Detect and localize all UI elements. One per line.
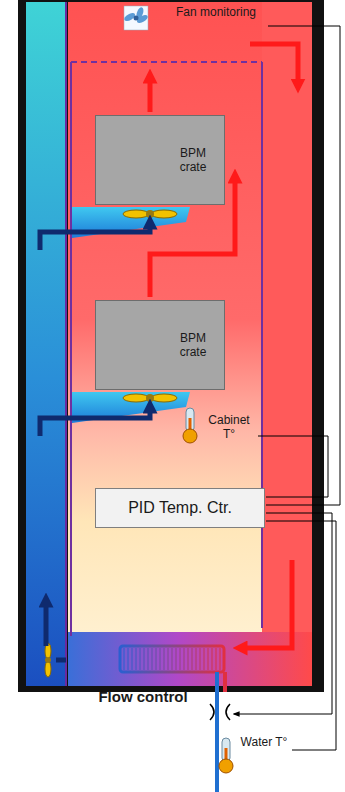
coil-fin: [208, 648, 209, 670]
coil-fin: [168, 648, 169, 670]
coil-fin: [156, 648, 157, 670]
cabinet-thermometer: [183, 408, 197, 443]
cabinet-interior: [68, 2, 312, 636]
flow-control-label: Flow control: [98, 688, 188, 705]
node-label: PID Temp. Ctr.: [128, 499, 232, 517]
coil-fin: [140, 648, 141, 670]
bottom-fan: [45, 643, 51, 677]
flow-valve: [210, 704, 230, 720]
coil-fin: [124, 648, 125, 670]
cold-air-arrow: [46, 600, 66, 660]
cold-air-column: [26, 2, 66, 686]
hot-air-duct: [262, 2, 312, 636]
coil-fin: [212, 648, 213, 670]
node-label: BPM crate: [168, 146, 218, 175]
cold-air-arrow: [40, 222, 150, 250]
coil-fin: [196, 648, 197, 670]
water-thermometer: [219, 738, 233, 773]
crate-fan: [123, 394, 177, 402]
coil-fin: [148, 648, 149, 670]
hot-air-arrow: [240, 560, 292, 648]
cabinet-temp-label: Cabinet T°: [203, 414, 255, 442]
coil-fin: [180, 648, 181, 670]
heat-exchanger: [120, 646, 224, 672]
signal-wires: [234, 26, 340, 750]
coil-fin: [172, 648, 173, 670]
coil-fin: [160, 648, 161, 670]
coil-fin: [200, 648, 201, 670]
coil-fin: [144, 648, 145, 670]
coil-fin: [188, 648, 189, 670]
coil-fin: [176, 648, 177, 670]
heat-exchanger-bay: [68, 632, 312, 686]
cabinet-frame: [18, 0, 324, 692]
inner-panel: [71, 62, 262, 636]
hot-air-arrow: [148, 76, 153, 112]
crate-fan: [123, 210, 177, 218]
coil-fin: [184, 648, 185, 670]
coil-fin: [128, 648, 129, 670]
water-pipe-in: [215, 672, 219, 792]
cold-air-arrow: [40, 406, 150, 436]
coil-fin: [132, 648, 133, 670]
water-temp-label: Water T°: [238, 736, 290, 750]
coil-fin: [136, 648, 137, 670]
coil-fin: [216, 648, 217, 670]
hot-air-arrow: [250, 44, 298, 86]
coil-fin: [220, 648, 221, 670]
fan-monitoring-label: Fan monitoring: [170, 6, 262, 20]
node-label: BPM crate: [168, 331, 218, 360]
coil-fin: [164, 648, 165, 670]
coil-fin: [204, 648, 205, 670]
coil-fin: [152, 648, 153, 670]
water-pipe-out: [223, 672, 227, 692]
heat-exchanger-fins: [124, 648, 220, 670]
bpm-crate: BPM crate: [95, 300, 225, 390]
coil-fin: [192, 648, 193, 670]
fan-monitor-icon: [123, 6, 149, 30]
dashed-grille: [71, 61, 262, 63]
bpm-crate: BPM crate: [95, 115, 225, 205]
pid-controller: PID Temp. Ctr.: [95, 488, 265, 528]
